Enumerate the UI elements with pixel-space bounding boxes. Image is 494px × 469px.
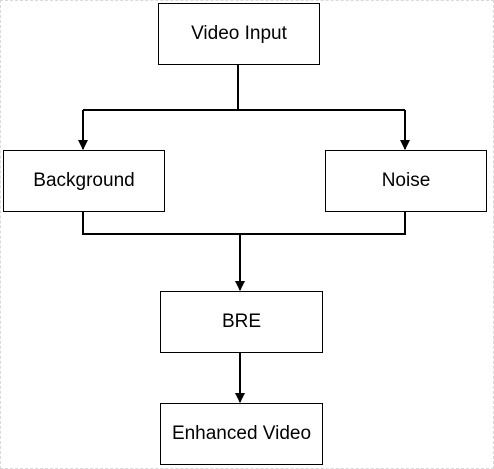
node-noise: Noise — [325, 150, 487, 212]
node-background-label: Background — [33, 170, 135, 191]
node-bre-label: BRE — [221, 311, 262, 332]
edge-merge-to-bre — [82, 212, 406, 235]
node-enhanced-video-label: Enhanced Video — [171, 423, 312, 444]
node-background: Background — [3, 150, 165, 212]
edge-video-input-split — [83, 65, 405, 111]
node-video-input-label: Video Input — [191, 23, 287, 44]
node-video-input: Video Input — [158, 3, 320, 65]
node-enhanced-video: Enhanced Video — [160, 403, 323, 465]
node-noise-label: Noise — [381, 170, 431, 191]
node-bre: BRE — [160, 291, 323, 353]
